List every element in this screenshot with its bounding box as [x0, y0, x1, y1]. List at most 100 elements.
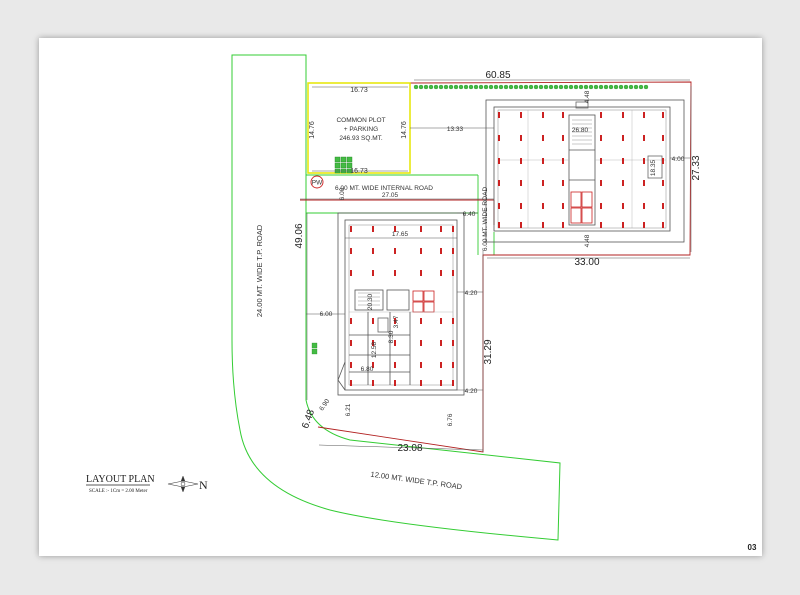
column-mark: [394, 226, 396, 232]
block-b-top-dim: 4.48: [584, 90, 591, 103]
column-mark: [420, 340, 422, 346]
tree-mark: [448, 84, 454, 90]
six-right-dim: 6.40: [463, 211, 476, 218]
column-mark: [643, 180, 645, 186]
column-mark: [420, 362, 422, 368]
column-mark: [452, 318, 454, 324]
north-label: N: [199, 478, 208, 492]
block-b-bottom-dim: 4.48: [584, 234, 591, 247]
dimension-lines: [300, 79, 692, 452]
column-mark: [520, 222, 522, 228]
column-mark: [622, 158, 624, 164]
column-mark: [452, 248, 454, 254]
block-b-width-dim: 33.00: [574, 257, 599, 268]
right-height-dim: 27.33: [691, 155, 702, 180]
column-mark: [372, 270, 374, 276]
column-mark: [622, 180, 624, 186]
column-mark: [440, 248, 442, 254]
column-mark: [600, 158, 602, 164]
block-a-columns: [350, 226, 454, 386]
column-mark: [372, 340, 374, 346]
common-plot-parking: + PARKING: [344, 126, 378, 133]
column-mark: [372, 380, 374, 386]
column-mark: [622, 222, 624, 228]
column-mark: [350, 362, 352, 368]
building-block-b: [485, 99, 685, 243]
column-mark: [350, 380, 352, 386]
column-mark: [643, 112, 645, 118]
column-mark: [394, 340, 396, 346]
column-mark: [440, 340, 442, 346]
tree-mark: [538, 84, 544, 90]
column-mark: [440, 362, 442, 368]
common-left-dim: 14.76: [309, 121, 316, 139]
tree-mark: [453, 84, 459, 90]
tree-mark: [473, 84, 479, 90]
column-mark: [394, 248, 396, 254]
column-mark: [562, 180, 564, 186]
column-mark: [350, 226, 352, 232]
tree-mark: [493, 84, 499, 90]
column-mark: [662, 180, 664, 186]
column-mark: [394, 318, 396, 324]
column-mark: [498, 180, 500, 186]
block-a-left-dim: 6.00: [320, 311, 333, 318]
tree-mark: [578, 84, 584, 90]
internal-road-vertical-label: 6.00 MT. WIDE ROAD: [482, 187, 489, 252]
column-mark: [662, 222, 664, 228]
tree-mark: [628, 84, 634, 90]
column-mark: [542, 180, 544, 186]
column-mark: [452, 226, 454, 232]
corner-dim-d: 6.76: [447, 413, 454, 426]
column-mark: [622, 203, 624, 209]
column-mark: [452, 340, 454, 346]
tree-mark: [443, 84, 449, 90]
block-a-core-dim: 20.30: [367, 293, 374, 310]
tree-mark: [478, 84, 484, 90]
tree-mark: [513, 84, 519, 90]
column-mark: [440, 270, 442, 276]
tree-mark: [413, 84, 419, 90]
tree-mark: [613, 84, 619, 90]
corner-dim-c: 6.21: [345, 403, 352, 416]
column-mark: [440, 380, 442, 386]
column-mark: [372, 318, 374, 324]
tree-mark: [463, 84, 469, 90]
column-mark: [350, 340, 352, 346]
tree-mark: [423, 84, 429, 90]
bottom-width-dim: 23.08: [397, 443, 422, 454]
drawing-sheet: [39, 38, 762, 556]
tree-mark: [603, 84, 609, 90]
column-mark: [420, 226, 422, 232]
tree-mark: [593, 84, 599, 90]
pw-label: PW: [312, 180, 323, 187]
block-a-bottom-dim: 6.80: [361, 366, 374, 373]
tree-mark: [518, 84, 524, 90]
tree-mark: [488, 84, 494, 90]
column-mark: [600, 203, 602, 209]
column-mark: [542, 135, 544, 141]
road-24m-label: 24.00 MT. WIDE T.P. ROAD: [255, 224, 264, 317]
column-mark: [498, 112, 500, 118]
layout-plan-title: LAYOUT PLAN: [86, 474, 155, 485]
column-mark: [562, 112, 564, 118]
column-mark: [562, 203, 564, 209]
column-mark: [372, 362, 374, 368]
tree-mark: [483, 84, 489, 90]
column-mark: [520, 135, 522, 141]
tree-mark: [528, 84, 534, 90]
block-b-inner-dim: 26.80: [572, 127, 589, 134]
pw-marker: PW: [310, 175, 324, 189]
tree-mark: [438, 84, 444, 90]
six-small-dim: 6.00: [339, 187, 346, 200]
block-b-columns: [498, 112, 664, 228]
column-mark: [542, 203, 544, 209]
column-mark: [542, 222, 544, 228]
column-mark: [520, 158, 522, 164]
tree-mark: [638, 84, 644, 90]
column-mark: [520, 180, 522, 186]
corner-dim-a: 6.90: [318, 398, 331, 413]
column-mark: [662, 135, 664, 141]
building-block-a: [337, 212, 465, 396]
tree-mark: [583, 84, 589, 90]
